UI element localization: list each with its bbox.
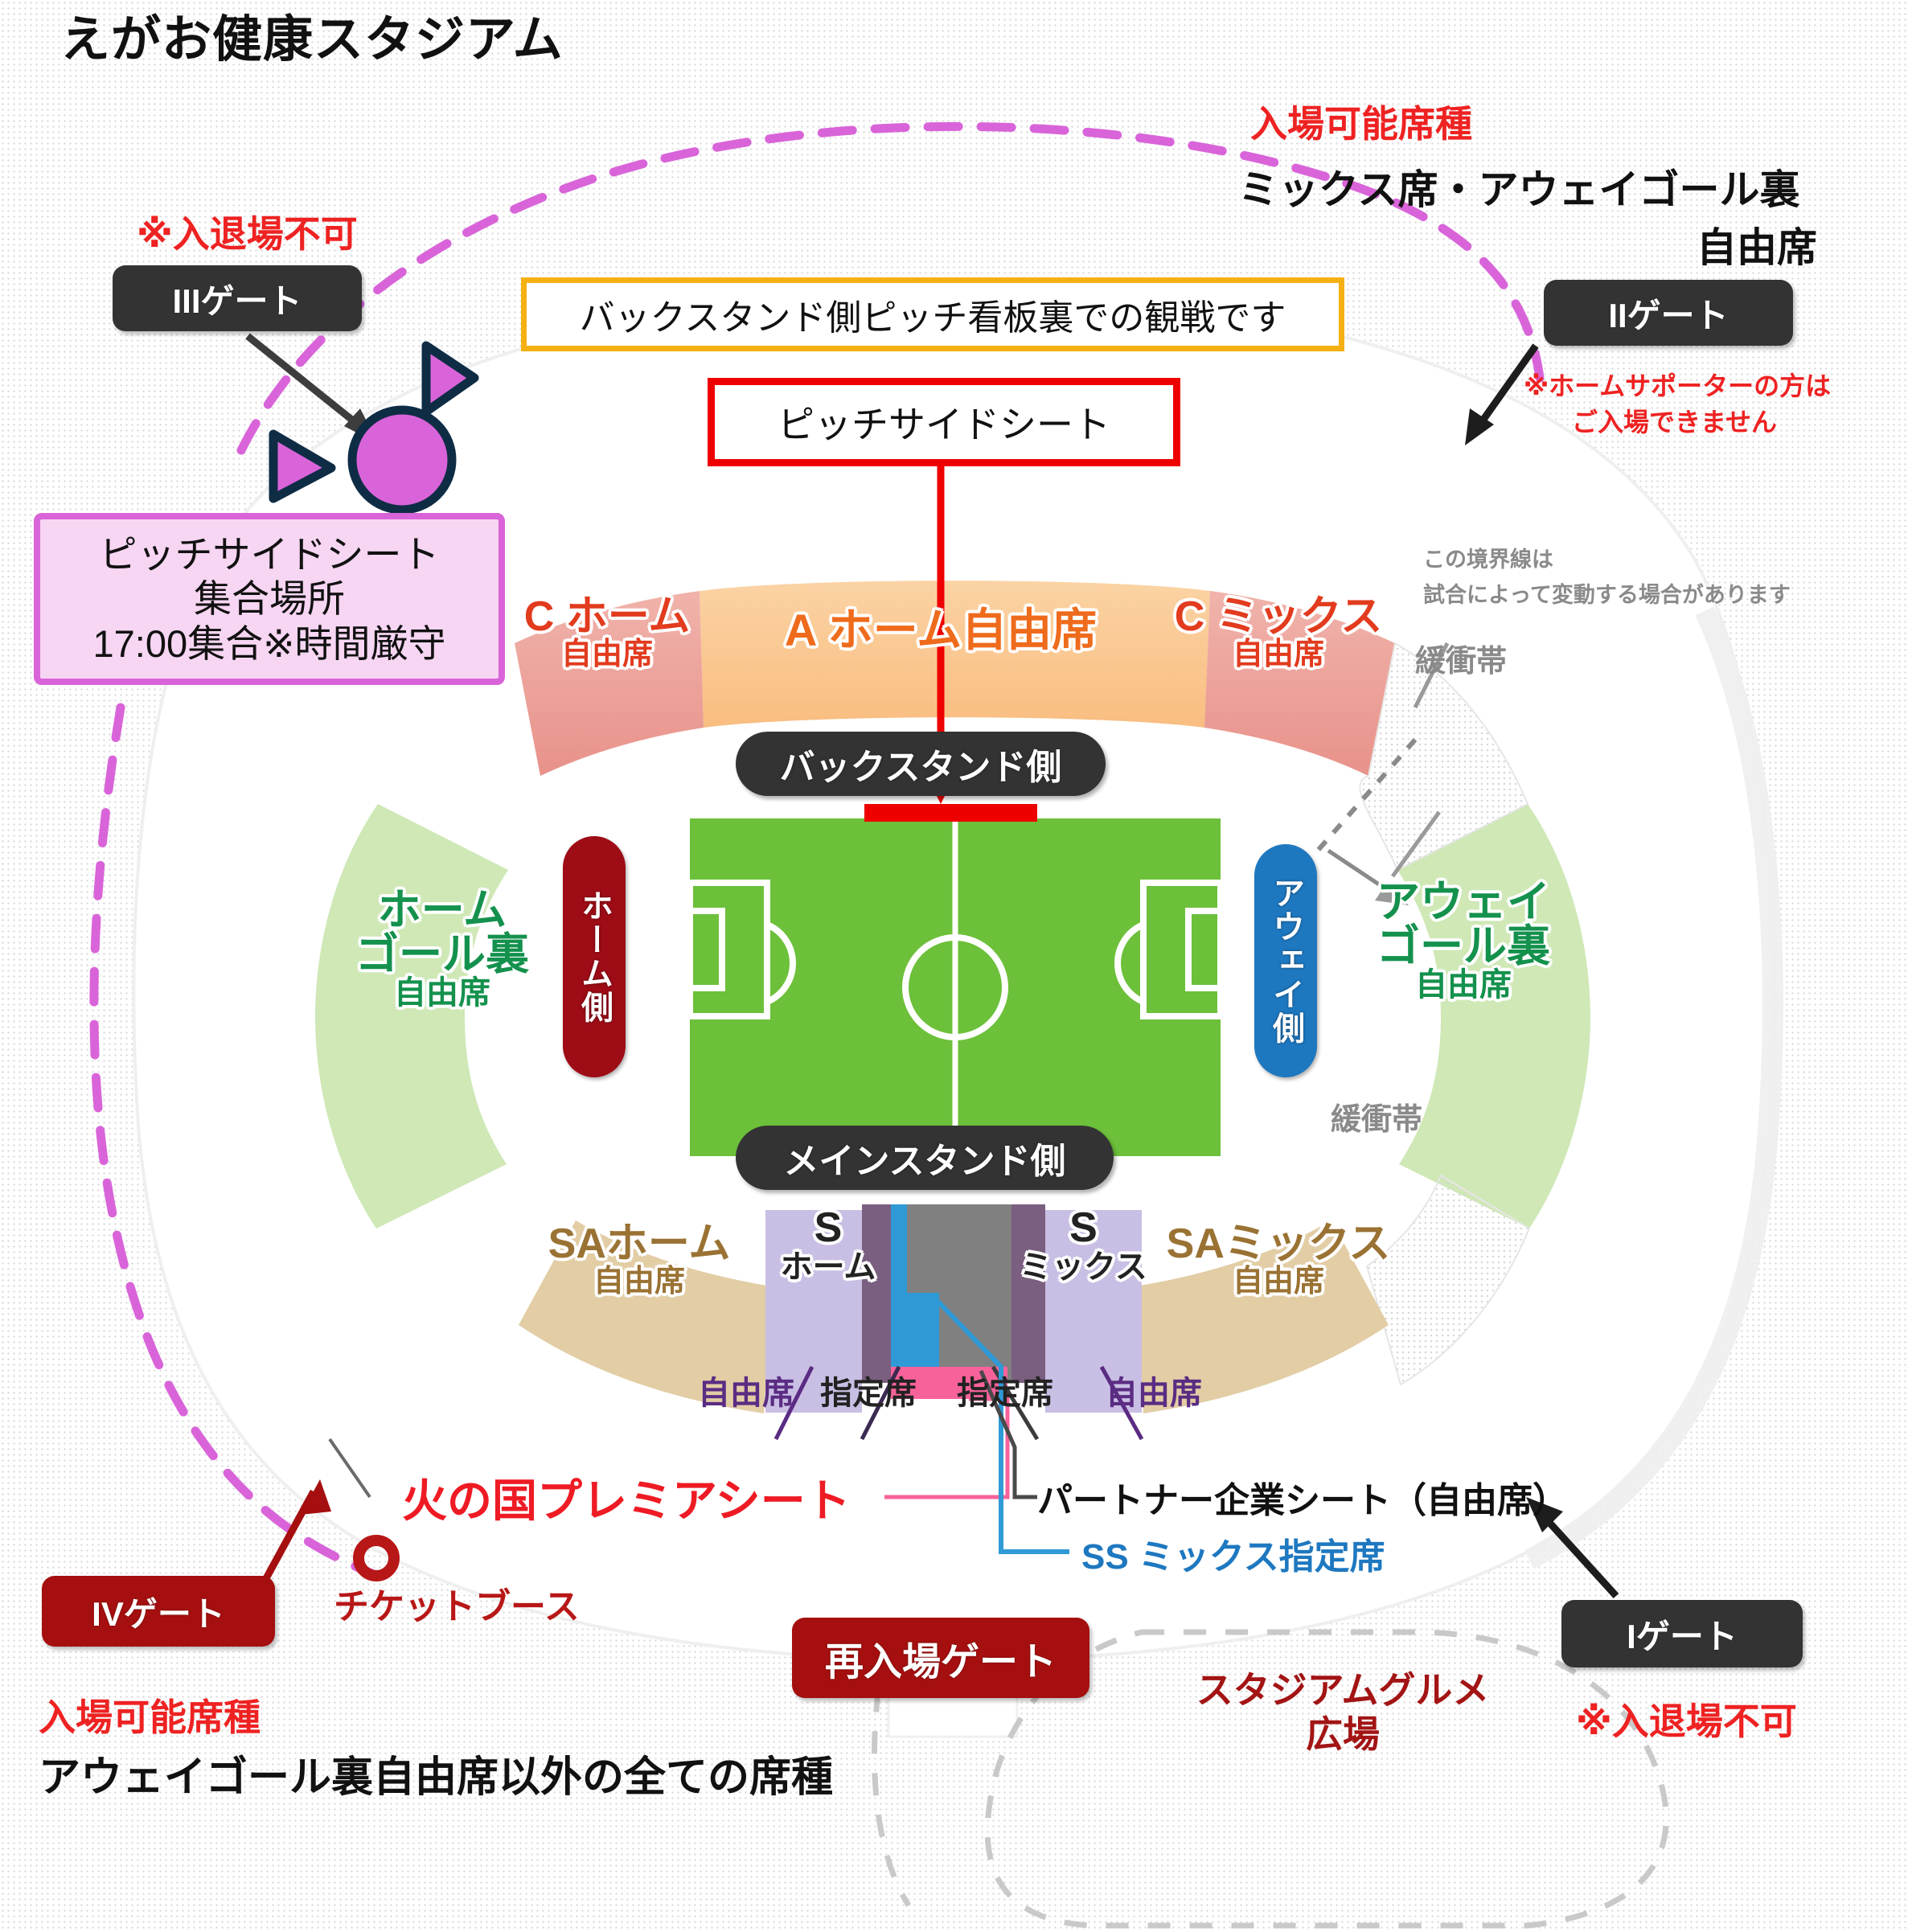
zone-label-sa-home: SAホーム 自由席 [499, 1222, 780, 1298]
gourmet-line1: スタジアムグルメ [1196, 1669, 1490, 1711]
leader-label-reserved-left: 指定席 [820, 1376, 917, 1411]
away-side-pill: アウェイ側 [1254, 844, 1317, 1077]
legend-partner-label: パートナー企業シート（自由席） [1037, 1481, 1568, 1520]
zone-label-c-home-sub: 自由席 [560, 637, 653, 671]
ticket-booth-label: チケットブース [334, 1587, 580, 1626]
gate1-note: ※入退場不可 [1576, 1700, 1797, 1742]
zone-label-s-mix-title: S [1069, 1204, 1098, 1251]
backstand-note-box: バックスタンド側ピッチ看板裏での観戦です [521, 277, 1344, 351]
meeting-line3: 17:00集合※時間厳守 [92, 621, 446, 665]
pitchside-seat-text: ピッチサイドシート [778, 404, 1110, 445]
backstand-note-text: バックスタンド側ピッチ看板裏での観戦です [579, 298, 1286, 338]
reentry-gate-chip[interactable]: 再入場ゲート [792, 1618, 1089, 1698]
zone-label-s-mix: S ミックス [1009, 1206, 1158, 1284]
meeting-point-box: ピッチサイドシート 集合場所 17:00集合※時間厳守 [34, 513, 505, 685]
zone-c-home-shape [515, 591, 704, 776]
gate4-entry-types: アウェイゴール裏自由席以外の全ての席種 [39, 1754, 834, 1801]
gate2-entry-types-line2: 自由席 [1697, 225, 1817, 270]
gate4-chip[interactable]: IVゲート [42, 1576, 275, 1647]
zone-label-c-mix: C ミックス 自由席 [1170, 595, 1387, 671]
zone-label-a-home-title: A ホーム自由席 [784, 605, 1098, 655]
zone-label-s-home-sub: ホーム [780, 1249, 876, 1285]
gate4-entry-heading: 入場可能席種 [39, 1696, 261, 1738]
zone-label-home-goal-sub: 自由席 [394, 975, 490, 1011]
home-side-pill: ホーム側 [563, 836, 626, 1077]
gate3-chip[interactable]: IIIゲート [113, 265, 362, 331]
gate3-note: ※入退場不可 [137, 213, 358, 255]
leader-label-free-left: 自由席 [698, 1376, 794, 1411]
zone-label-sa-home-title: SAホーム [548, 1220, 731, 1267]
gate1-chip[interactable]: Iゲート [1561, 1600, 1803, 1667]
zone-label-home-goal: ホーム ゴール裏 自由席 [310, 888, 575, 1010]
gourmet-line2: 広場 [1306, 1713, 1380, 1756]
main-stand-pill: メインスタンド側 [736, 1126, 1114, 1190]
meeting-line2: 集合場所 [194, 577, 345, 621]
zone-label-s-home: S ホーム [764, 1206, 892, 1284]
meeting-line1: ピッチサイドシート [99, 532, 440, 576]
zone-label-away-goal: アウェイ ゴール裏 自由席 [1319, 880, 1608, 1002]
zone-away-goal-shape [1397, 804, 1590, 1229]
zone-label-s-mix-sub: ミックス [1020, 1249, 1147, 1285]
zone-label-c-home-title: C ホーム [523, 593, 691, 640]
pitchside-seat-callout: ピッチサイドシート [708, 378, 1180, 466]
pitch [687, 818, 1224, 1156]
pitchside-seat-bar [864, 804, 1037, 822]
leader-label-reserved-right: 指定席 [957, 1376, 1053, 1411]
zone-label-c-mix-title: C ミックス [1174, 593, 1383, 640]
back-stand-pill: バックスタンド側 [736, 732, 1106, 796]
legend-ssmix-label: SS ミックス指定席 [1081, 1537, 1385, 1577]
leader-label-free-right: 自由席 [1106, 1376, 1202, 1411]
zone-label-sa-mix-sub: 自由席 [1232, 1264, 1324, 1298]
boundary-note-line1: この境界線は [1423, 548, 1553, 572]
gate2-chip[interactable]: IIゲート [1544, 280, 1793, 346]
zone-label-away-goal-sub: 自由席 [1415, 967, 1512, 1003]
zone-label-home-goal-l1: ホーム [377, 886, 507, 934]
buffer-zone-bottom-shape [1365, 1174, 1531, 1386]
zone-label-a-home: A ホーム自由席 [716, 605, 1166, 655]
zone-sa-home-shape [519, 1220, 772, 1413]
gate2-entry-heading: 入場可能席種 [1250, 103, 1472, 145]
zone-c-mix-shape [1204, 591, 1395, 776]
gate2-warning-line1: ※ホームサポーターの方は [1524, 371, 1832, 400]
gourmet-plaza-label: スタジアムグルメ 広場 [1190, 1668, 1496, 1757]
zone-label-sa-home-sub: 自由席 [593, 1264, 685, 1298]
zone-a-home-shape [700, 580, 1210, 728]
buffer-label-top: 緩衝帯 [1415, 645, 1508, 679]
zone-label-away-goal-l2: ゴール裏 [1377, 922, 1550, 971]
gate2-warning-line2: ご入場できません [1572, 408, 1778, 437]
zone-label-sa-mix-title: SAミックス [1166, 1220, 1391, 1267]
buffer-label-bottom: 緩衝帯 [1331, 1103, 1423, 1137]
gate2-entry-types-line1: ミックス席・アウェイゴール裏 [1238, 167, 1800, 212]
boundary-note-line2: 試合によって変動する場合があります [1423, 583, 1791, 607]
zone-label-c-mix-sub: 自由席 [1232, 637, 1324, 671]
zone-sa-mix-shape [1135, 1220, 1389, 1413]
page-title: えがお健康スタジアム [60, 12, 564, 68]
zone-label-home-goal-l2: ゴール裏 [355, 930, 529, 979]
zone-label-sa-mix: SAミックス 自由席 [1126, 1222, 1431, 1298]
zone-label-s-home-title: S [814, 1204, 843, 1251]
legend-premium-label: 火の国プレミアシート [402, 1475, 851, 1526]
zone-label-away-goal-l1: アウェイ [1377, 878, 1550, 926]
zone-label-c-home: C ホーム 自由席 [515, 595, 700, 671]
